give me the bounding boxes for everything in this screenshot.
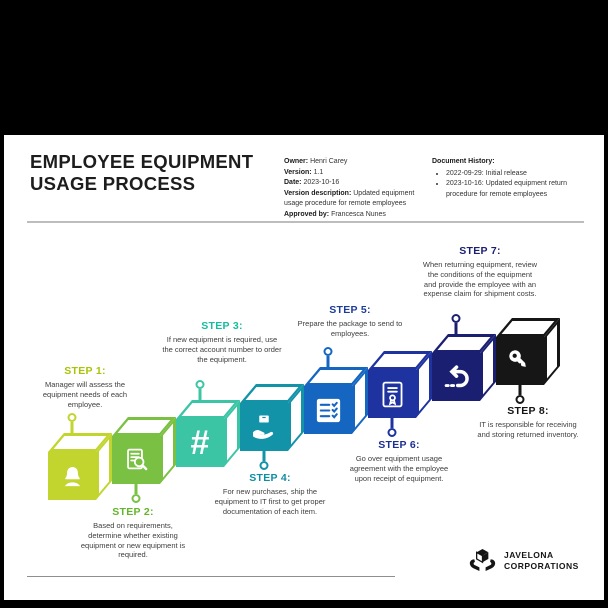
hands-holding-cube-icon [469,548,496,571]
connector-line [134,484,138,494]
step-8-text: STEP 8: IT is responsible for receiving … [475,405,581,440]
connector-line [262,451,266,461]
step-body: Prepare the package to send to employees… [297,319,403,338]
checklist-icon [316,398,340,422]
step-2-text: STEP 2: Based on requirements, determine… [77,506,189,560]
meta-version-description: Version description: Updated equipment u… [284,189,415,208]
step-2-connector [131,484,141,503]
step-1-text: STEP 1: Manager will assess the equipmen… [29,365,141,409]
step-body: When returning equipment, review the con… [422,260,538,299]
connector-line [518,385,522,395]
step-heading: STEP 7: [459,245,501,257]
step-body: If new equipment is required, use the co… [162,335,282,364]
return-arrow-icon [444,365,469,388]
person-icon [64,466,80,486]
step-4-cube [240,383,304,451]
step-heading: STEP 3: [201,320,243,332]
document-history: Document History: 2022-09-29: Initial re… [432,157,586,200]
step-heading: STEP 1: [64,365,106,377]
connector-dot [515,395,525,404]
connector-dot [323,347,333,356]
connector-dot [195,380,205,389]
step-body: For new purchases, ship the equipment to… [214,487,326,516]
step-1-cube [48,432,112,500]
history-entry: 2022-09-29: Initial release [446,169,586,180]
key-icon [509,350,526,367]
step-body: IT is responsible for receiving and stor… [477,420,579,439]
step-8-connector [515,385,525,404]
step-6-connector [387,418,397,437]
step-6-text: STEP 6: Go over equipment usage agreemen… [344,439,454,483]
hand-box-icon [253,415,274,439]
certificate-icon [382,381,402,407]
connector-dot [131,494,141,503]
meta-date: Date: 2023-10-16 [284,179,340,186]
step-4-connector [259,451,269,470]
history-entry: 2023-10-16: Updated equipment return pro… [446,179,586,200]
document-search-icon [126,448,147,470]
step-6-cube [368,350,432,418]
step-3-cube: # [176,399,240,467]
document-history-list: 2022-09-29: Initial release 2023-10-16: … [432,169,586,201]
header-divider [27,221,584,223]
step-heading: STEP 5: [329,304,371,316]
step-4-text: STEP 4: For new purchases, ship the equi… [206,472,334,516]
step-body: Manager will assess the equipment needs … [42,380,128,409]
connector-dot [387,428,397,437]
connector-dot [67,413,77,422]
hash-icon: # [190,424,210,462]
step-5-text: STEP 5: Prepare the package to send to e… [293,304,407,339]
meta-version: Version: 1.1 [284,168,324,176]
step-heading: STEP 6: [378,439,420,451]
step-body: Go over equipment usage agreement with t… [349,454,449,483]
step-8-cube [496,317,560,385]
step-5-cube [304,366,368,434]
footer-divider [27,576,395,577]
step-7-text: STEP 7: When returning equipment, review… [421,245,539,299]
step-heading: STEP 4: [249,472,291,484]
step-heading: STEP 2: [112,506,154,518]
step-heading: STEP 8: [507,405,549,417]
document-meta: Owner: Henri Carey Version: 1.1 Date: 20… [284,157,430,220]
meta-approved-by: Approved by: Francesca Nunes [284,210,386,218]
step-7-cube [432,333,496,401]
connector-dot [451,314,461,323]
meta-owner: Owner: Henri Carey [284,158,348,165]
step-2-cube [112,416,176,484]
connector-line [390,418,394,428]
document-history-title: Document History: [432,158,495,165]
step-3-text: STEP 3: If new equipment is required, us… [161,320,283,364]
step-body: Based on requirements, determine whether… [80,521,186,560]
connector-dot [259,461,269,470]
